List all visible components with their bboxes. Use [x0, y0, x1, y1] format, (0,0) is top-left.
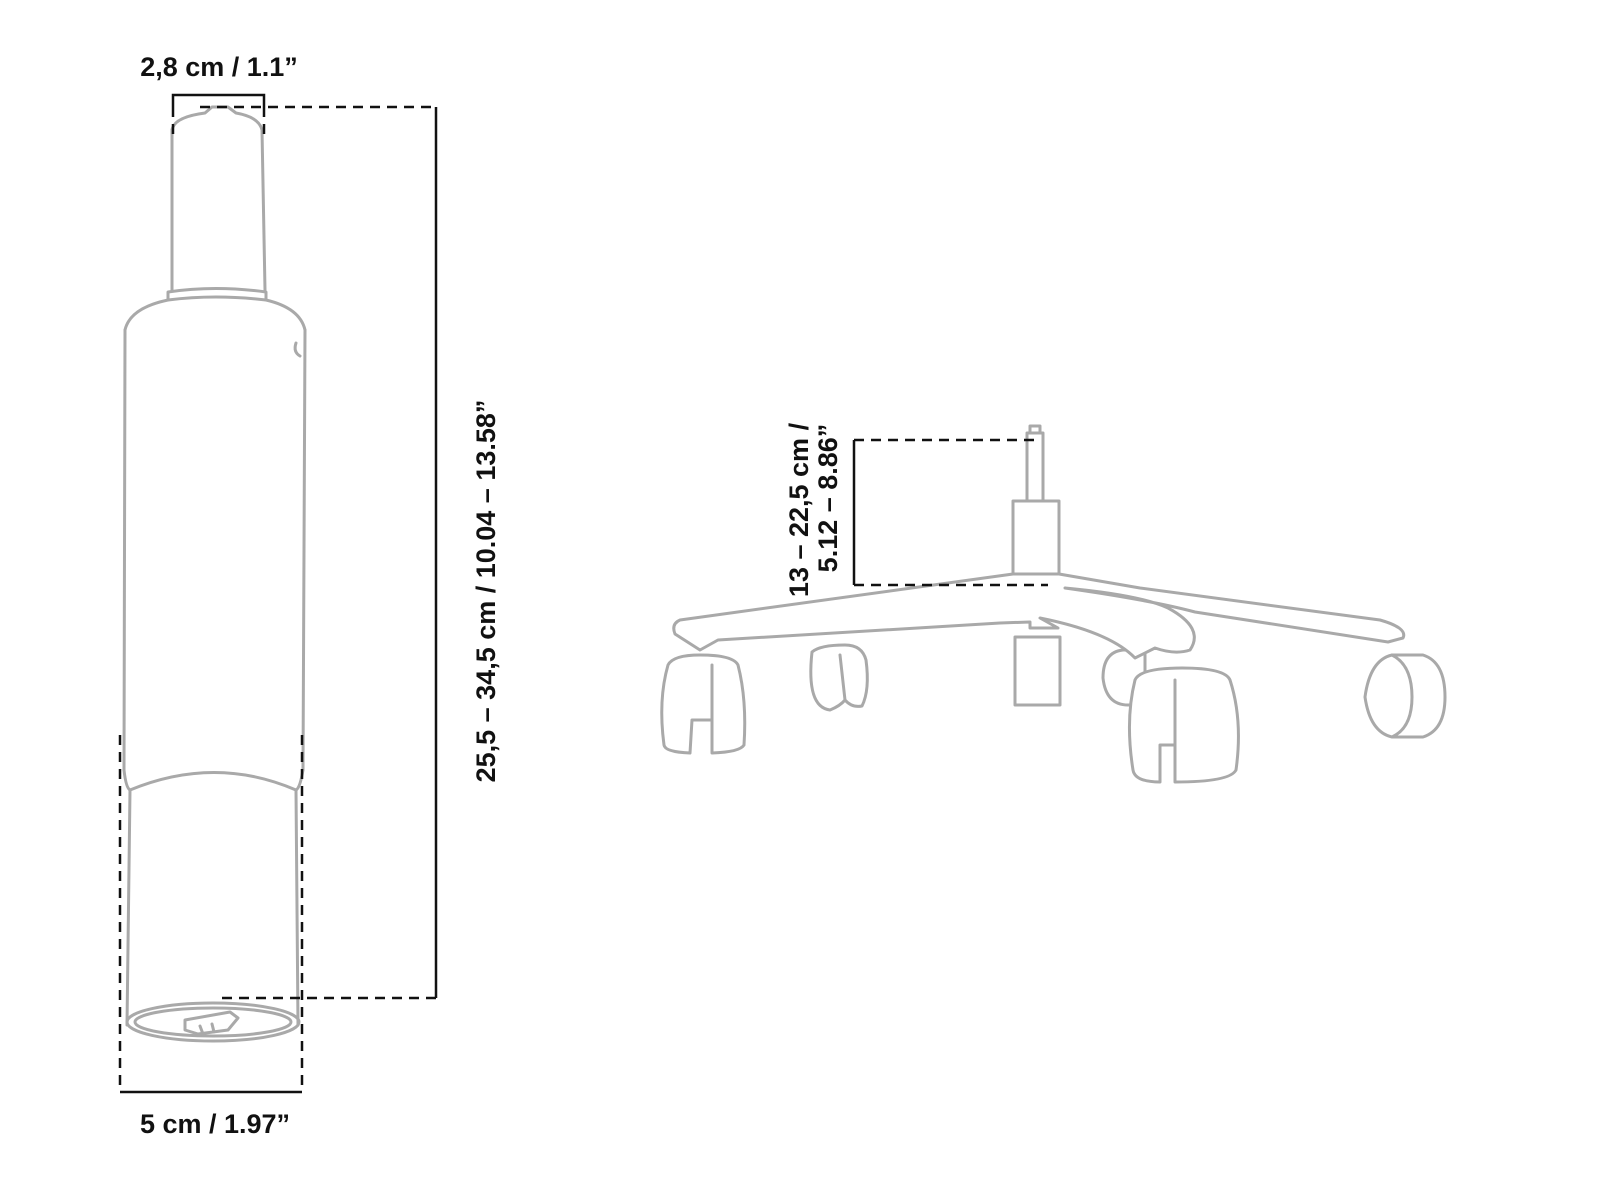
- base-legs: [672, 572, 1406, 660]
- piston-tip: [170, 105, 264, 132]
- caster-back-left: [809, 643, 869, 712]
- caster-far-right: [1363, 653, 1447, 739]
- tube-bottom: [125, 1001, 301, 1043]
- bottom-diameter-label: 5 cm / 1.97”: [140, 1109, 290, 1139]
- caster-front-left: [660, 653, 747, 755]
- top-width-guides: [171, 107, 266, 135]
- total-height-label: 25,5 – 34,5 cm / 10.04 – 13.58”: [471, 400, 501, 783]
- caster-front-right: [1127, 666, 1240, 784]
- cylinder-shoulder: [123, 298, 307, 332]
- piston-rod: [170, 128, 267, 292]
- lower-tube: [125, 788, 300, 1027]
- stroke-label-line-1: 13 – 22,5 cm /: [784, 422, 814, 597]
- stroke-label-line-2: 5.12 – 8.86”: [813, 424, 843, 573]
- chair-base-drawing: [660, 424, 1447, 784]
- gas-cylinder-drawing: [122, 105, 307, 1043]
- top-width-bracket: [171, 93, 266, 107]
- installed-cylinder: [1011, 499, 1061, 576]
- base-hub-tube: [1013, 635, 1062, 707]
- installed-rod-tip: [1028, 424, 1042, 435]
- cylinder-notch: [293, 341, 302, 358]
- installed-rod: [1025, 431, 1045, 503]
- release-clip: [183, 1010, 240, 1036]
- cylinder-body: [122, 328, 307, 772]
- bottom-width-guides: [118, 735, 304, 1090]
- cylinder-seam: [128, 771, 298, 792]
- stroke-dimension-lines: [852, 438, 1048, 587]
- top-collar: [166, 287, 268, 302]
- cylinder-dimension-lines: [118, 93, 438, 1094]
- top-diameter-label: 2,8 cm / 1.1”: [140, 52, 298, 82]
- tube-bottom-inner: [133, 1006, 293, 1038]
